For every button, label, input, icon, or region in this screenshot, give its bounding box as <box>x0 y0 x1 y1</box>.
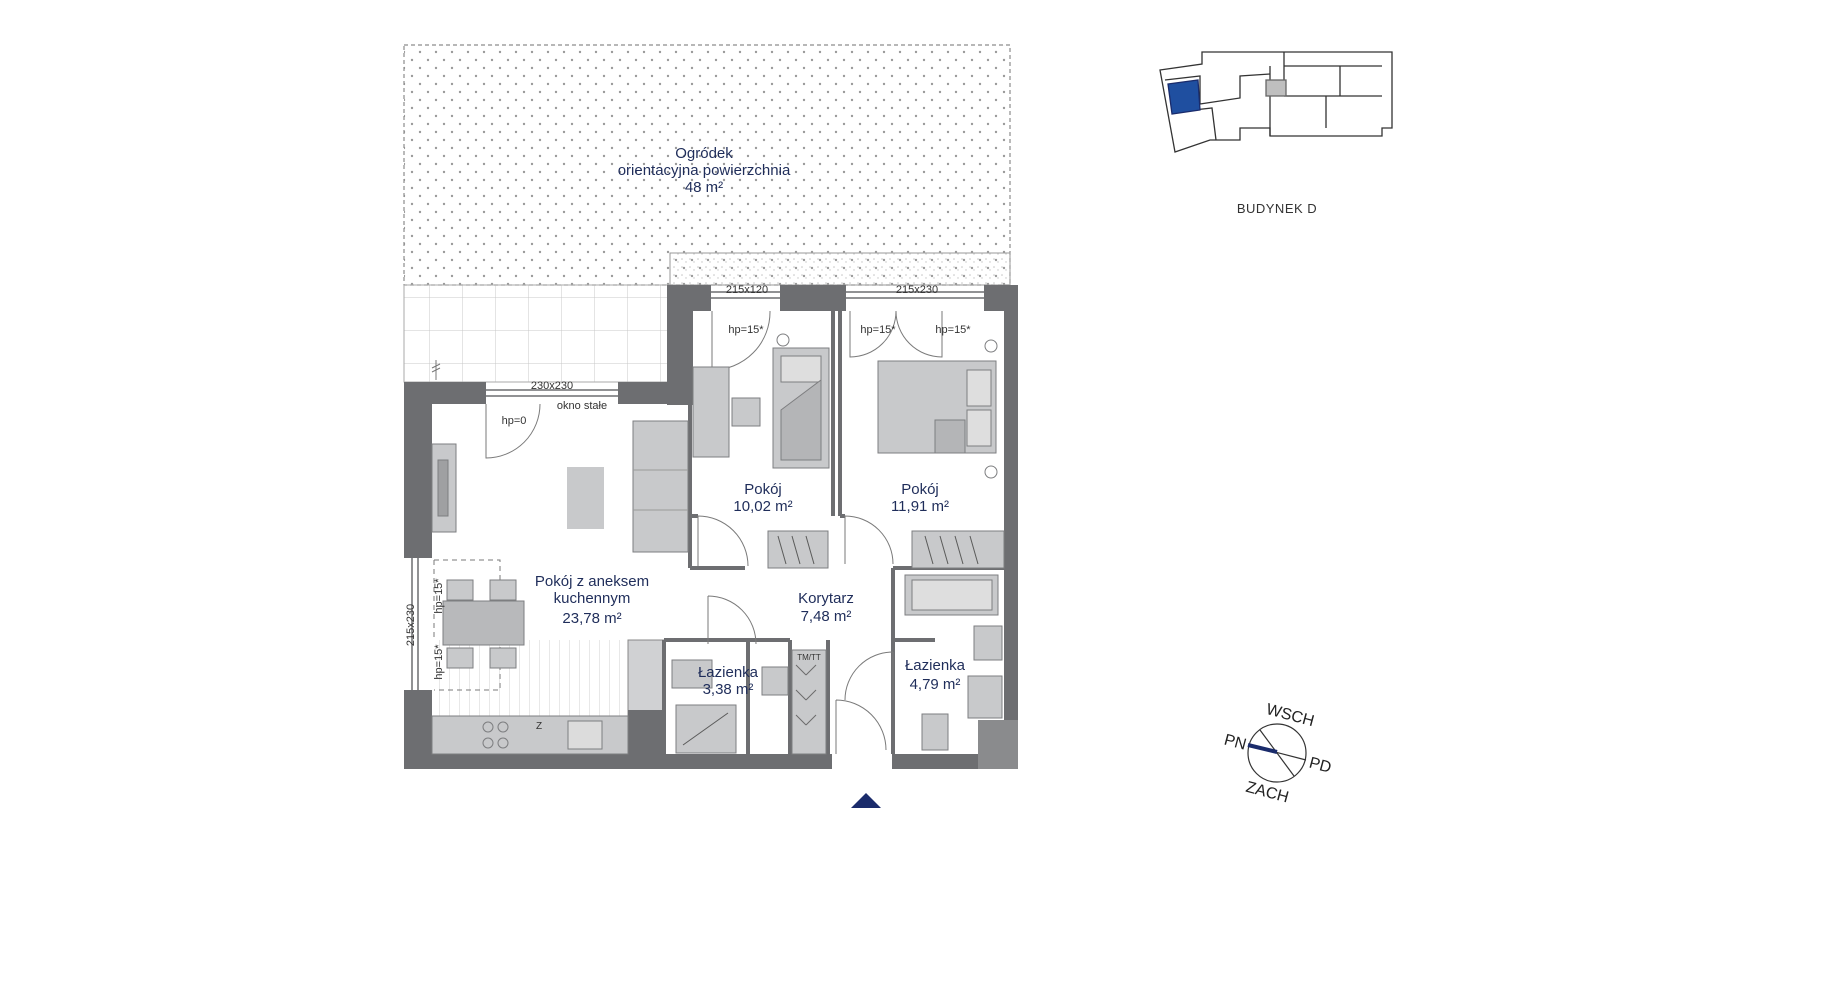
bath2-area-value: 4,79 m² <box>910 676 961 693</box>
room2-name: Pokój <box>901 481 939 498</box>
window-sill-side-top: hp=15* <box>433 578 445 614</box>
window-size-living-top: 230x230 <box>531 380 573 392</box>
building-label: BUDYNEK D <box>1237 201 1317 216</box>
coffee-table <box>567 467 604 529</box>
corridor-name: Korytarz <box>798 590 854 607</box>
door-swings <box>433 310 943 754</box>
window-size-top-right: 215x230 <box>896 284 938 296</box>
room2-area-value: 11,91 m² <box>891 498 949 515</box>
room1-name: Pokój <box>744 481 782 498</box>
apartment-highlight <box>1167 79 1201 115</box>
cabinet-bath2 <box>967 675 1003 719</box>
window-sill-top-right-r: hp=15* <box>935 324 971 336</box>
labels: Ogródek orientacyjna powierzchnia 48 m² … <box>405 145 971 732</box>
corridor-area-value: 7,48 m² <box>801 608 852 625</box>
living-area-value: 23,78 m² <box>562 610 621 627</box>
compass-west: ZACH <box>1244 779 1290 807</box>
sink-bath2 <box>973 625 1003 661</box>
fixed-window-note: okno stałe <box>557 400 607 412</box>
walls <box>404 285 1018 769</box>
toilet-bath2 <box>921 713 949 751</box>
garden-subtitle: orientacyjna powierzchnia <box>618 162 791 179</box>
room1-area-value: 10,02 m² <box>733 498 792 515</box>
sofa <box>632 420 689 553</box>
window-size-top-left: 215x120 <box>726 284 768 296</box>
garden-name: Ogródek <box>675 145 733 162</box>
bath1-area-value: 3,38 m² <box>703 681 754 698</box>
entrance-arrow <box>851 793 881 808</box>
dining-table <box>442 600 525 646</box>
living-name-2: kuchennym <box>554 590 631 607</box>
compass-south: PD <box>1307 755 1333 777</box>
window-sill-living-top: hp=0 <box>502 415 527 427</box>
windows <box>411 291 984 690</box>
chair <box>731 397 761 427</box>
window-sill-side-bottom: hp=15* <box>433 644 445 680</box>
garden-area-value: 48 m² <box>685 179 723 196</box>
toilet-bath1 <box>671 659 713 689</box>
fridge-label: Z <box>536 721 542 732</box>
furniture <box>431 333 1005 755</box>
wardrobe-room2 <box>911 530 1005 569</box>
window-size-living-side: 215x230 <box>405 604 417 646</box>
bath2-name: Łazienka <box>905 657 966 674</box>
washer-label: TM/TT <box>797 653 821 662</box>
compass-rose <box>1247 723 1307 783</box>
compass-east: WSCH <box>1264 701 1316 730</box>
window-sill-top-right-l: hp=15* <box>860 324 896 336</box>
sink-bath1 <box>761 666 789 696</box>
garden-area <box>403 44 1011 383</box>
building-key-plan <box>1159 51 1393 153</box>
wardrobe-room1 <box>767 530 829 569</box>
bath1-name: Łazienka <box>698 664 759 681</box>
compass-north: PN <box>1222 732 1248 754</box>
desk <box>692 366 730 458</box>
window-sill-top-left: hp=15* <box>728 324 764 336</box>
living-name-1: Pokój z aneksem <box>535 573 649 590</box>
